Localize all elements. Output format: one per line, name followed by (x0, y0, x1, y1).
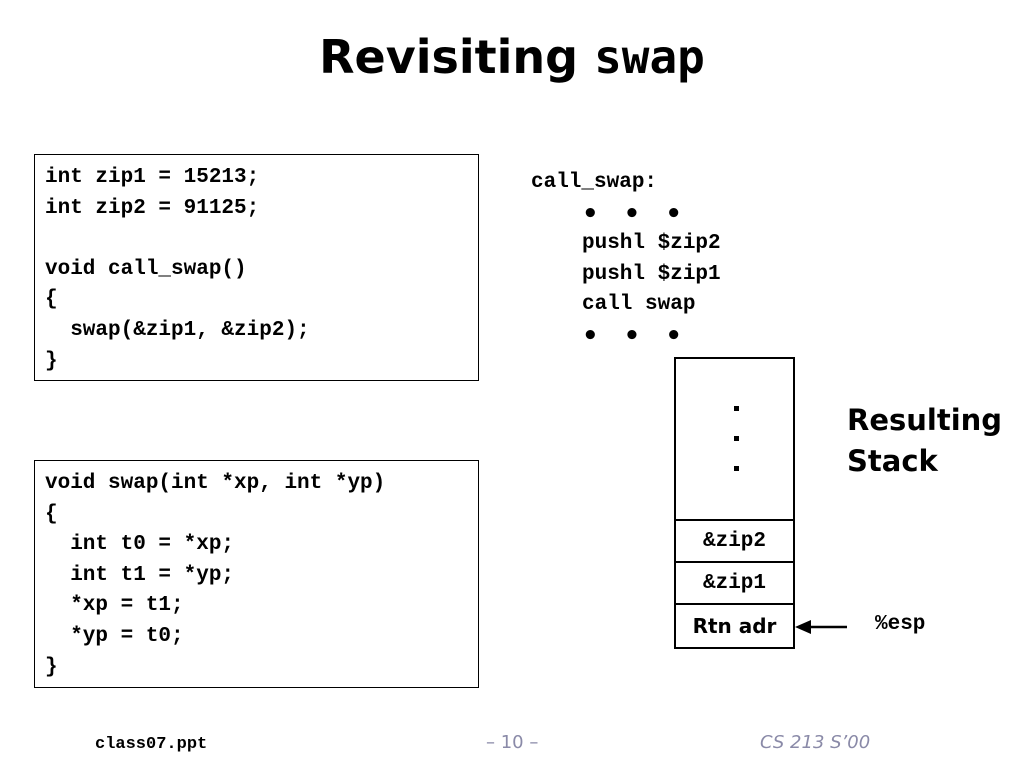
assembly-listing: call_swap: • • • pushl $zip2 pushl $zip1… (531, 168, 721, 352)
stack-cell-return-address: Rtn adr (692, 614, 777, 638)
call-swap-code-box: int zip1 = 15213; int zip2 = 91125; void… (34, 154, 479, 381)
code-line (45, 224, 468, 255)
vertical-dot (734, 406, 739, 411)
code-line: void swap(int *xp, int *yp) (45, 472, 386, 495)
asm-instruction: pushl $zip1 (582, 262, 721, 286)
stack-diagram: &zip2 &zip1 Rtn adr (674, 357, 795, 649)
left-arrow-icon (795, 620, 847, 634)
asm-instruction: pushl $zip2 (582, 232, 721, 256)
code-line: swap(&zip1, &zip2); (45, 318, 310, 342)
label-line: Resulting (847, 403, 1003, 437)
slide-title: Revisiting swap (0, 30, 1024, 85)
asm-ellipsis-bottom: • • • (582, 320, 690, 351)
code-line: } (45, 655, 58, 679)
asm-label: call_swap: (531, 171, 658, 194)
swap-function-code-box: void swap(int *xp, int *yp) { int t0 = *… (34, 460, 479, 688)
esp-register-label: %esp (875, 613, 926, 636)
footer-page-number: – 10 – (486, 732, 539, 753)
slide-title-text: Revisiting (319, 30, 595, 84)
stack-cell-zip2: &zip2 (676, 521, 793, 563)
code-line: *yp = t0; (45, 624, 184, 648)
code-line: int t0 = *xp; (45, 533, 235, 557)
asm-instruction: call swap (582, 293, 696, 317)
slide-title-code: swap (594, 30, 705, 84)
code-line: } (45, 349, 58, 373)
footer-course: CS 213 S’00 (760, 732, 871, 753)
vertical-dot (734, 436, 739, 441)
label-line: Stack (847, 444, 938, 478)
code-line: *xp = t1; (45, 594, 184, 618)
code-line: { (45, 502, 58, 526)
code-line: void call_swap() (45, 257, 247, 281)
code-line: { (45, 288, 58, 312)
stack-cell-zip1: &zip1 (676, 563, 793, 605)
stack-upper-region (676, 359, 793, 521)
vertical-dot (734, 466, 739, 471)
footer-filename: class07.ppt (95, 735, 208, 754)
code-line: int t1 = *yp; (45, 563, 235, 587)
code-line: int zip1 = 15213; (45, 166, 260, 189)
resulting-stack-label: Resulting Stack (847, 400, 1002, 482)
code-line: int zip2 = 91125; (45, 196, 260, 220)
asm-ellipsis-top: • • • (582, 198, 690, 229)
